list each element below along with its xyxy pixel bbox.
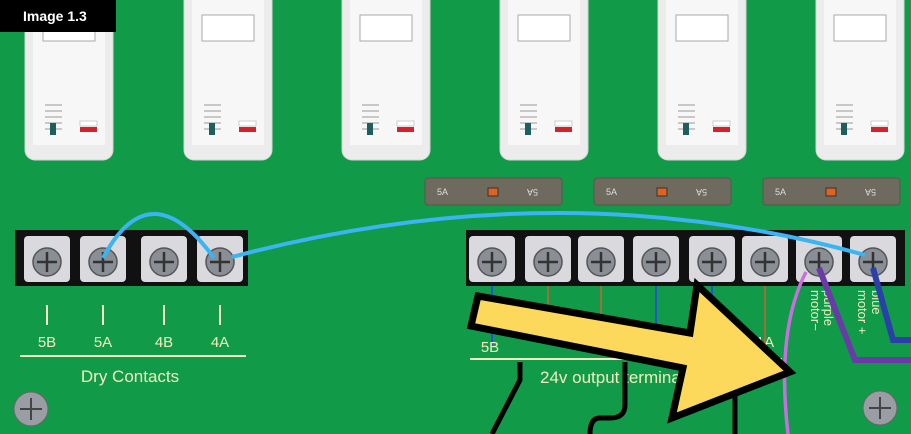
fuse: 5A 5A — [593, 177, 732, 206]
relay-indicator — [870, 120, 889, 127]
mount-screw-slot — [869, 397, 891, 419]
terminal-label-5a: 5A — [94, 334, 112, 351]
fuse: 5A 5A — [424, 177, 563, 206]
relay — [24, 0, 114, 161]
screw-slot — [538, 252, 558, 272]
screw-slot — [646, 252, 666, 272]
relay-switch — [209, 123, 215, 135]
relay-indicator-red — [397, 127, 414, 132]
fuse-led — [825, 187, 837, 197]
yellow-arrow-icon — [466, 277, 797, 424]
fuse-led — [487, 187, 499, 197]
fuse-label-left: 5A — [437, 187, 448, 197]
relay-indicator — [79, 120, 98, 127]
blue-motor-wire — [870, 267, 911, 343]
fuse-label-left: 5A — [606, 187, 617, 197]
relay-indicator — [238, 120, 257, 127]
blue-jumper-wire — [101, 212, 216, 260]
relay-switch — [50, 123, 56, 135]
terminal-label-4a: 4A — [211, 334, 229, 351]
fuse-label-left: 5A — [775, 187, 786, 197]
relay-switch — [841, 123, 847, 135]
relay-window — [359, 14, 413, 42]
relay-indicator — [554, 120, 573, 127]
relay-switch — [367, 123, 373, 135]
relay — [657, 0, 747, 161]
purple-motor-wire — [816, 266, 911, 363]
relay-window — [833, 14, 887, 42]
relay-indicator — [396, 120, 415, 127]
terminal-label-5b: 5B — [38, 334, 56, 351]
blue-long-wire — [231, 211, 866, 259]
relay-indicator-red — [555, 127, 572, 132]
screw-slot — [37, 252, 57, 272]
screw-slot — [755, 252, 775, 272]
screw-slot — [154, 252, 174, 272]
relay-switch — [525, 123, 531, 135]
motor-minus-label: motor− — [808, 290, 823, 331]
relay-window — [201, 14, 255, 42]
dry-contacts-title: Dry Contacts — [81, 367, 179, 386]
relay-indicator-red — [713, 127, 730, 132]
black-wire — [489, 362, 523, 434]
relay — [341, 0, 431, 161]
screw-slot — [702, 252, 722, 272]
relay — [499, 0, 589, 161]
relay-indicator — [712, 120, 731, 127]
relay-window — [517, 14, 571, 42]
screw-slot — [210, 252, 230, 272]
output-terminal-block — [466, 230, 905, 286]
fuse-led — [656, 187, 668, 197]
relay-window — [675, 14, 729, 42]
fuse-label-right: 5A — [696, 187, 707, 197]
relay — [815, 0, 905, 161]
dry-contacts-terminal-block — [15, 230, 248, 286]
relay-switch — [683, 123, 689, 135]
image-badge: Image 1.3 — [0, 0, 116, 32]
terminal-label-4b: 4B — [155, 334, 173, 351]
fuse-label-right: 5A — [865, 187, 876, 197]
mount-screw-slot — [20, 398, 42, 420]
black-wire — [587, 362, 628, 434]
output-title: 24v output terminals — [540, 368, 693, 387]
violet-wire — [782, 271, 808, 434]
fuse: 5A 5A — [762, 177, 901, 206]
relay — [183, 0, 273, 161]
relay-indicator-red — [871, 127, 888, 132]
screw-slot — [591, 252, 611, 272]
relay-indicator-red — [80, 127, 97, 132]
output-label-first: 5B — [481, 339, 499, 356]
relay-indicator-red — [239, 127, 256, 132]
screw-slot — [482, 252, 502, 272]
fuse-label-right: 5A — [527, 187, 538, 197]
motor-plus-label: motor + — [855, 290, 870, 334]
